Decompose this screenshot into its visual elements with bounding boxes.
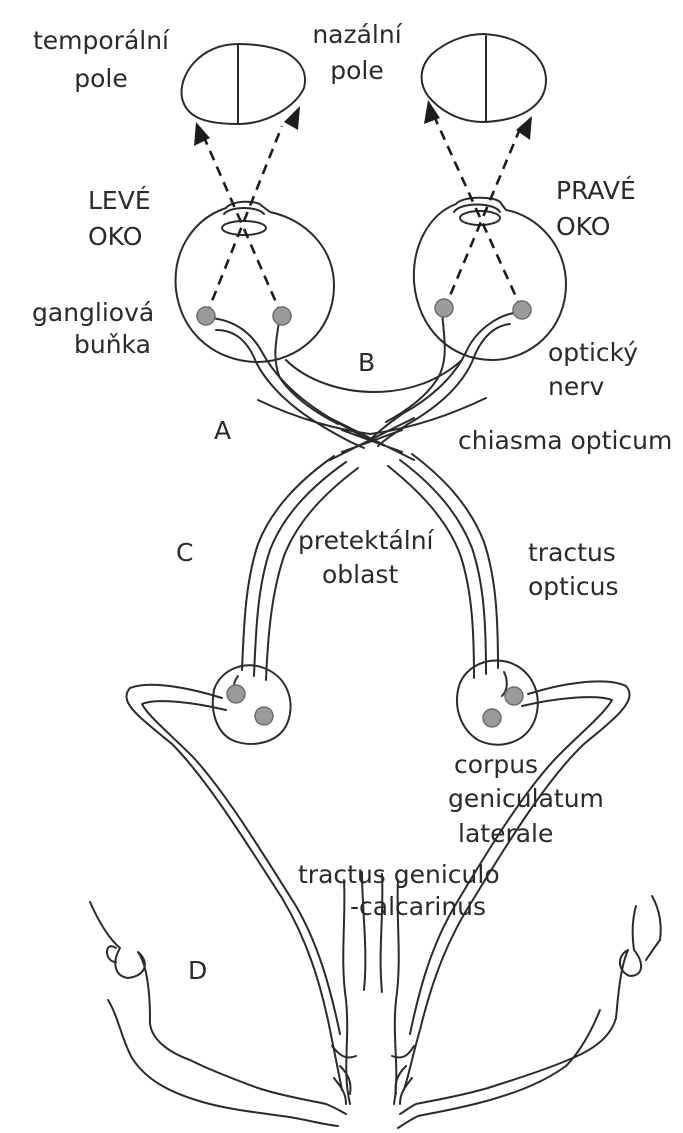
ganglion-cell — [273, 307, 291, 325]
arrowhead — [284, 106, 300, 130]
lgn-left — [213, 665, 291, 744]
temporal-field-label: temporální pole — [26, 28, 176, 93]
marker-a: A — [214, 418, 231, 444]
sight-line — [434, 116, 522, 310]
left-eye — [176, 202, 334, 362]
lgn-cell — [505, 687, 523, 705]
right-eye — [414, 198, 566, 360]
left-cortex — [90, 902, 346, 1126]
ganglion-cell — [435, 299, 453, 317]
arrowhead — [516, 116, 532, 140]
optic-tract-label: tractus opticus — [528, 540, 619, 601]
right-eye-label: PRAVÉ OKO — [556, 178, 636, 241]
sight-line — [444, 124, 522, 310]
nasal-field-label: nazální pole — [302, 22, 412, 85]
left-eye-label: LEVÉ OKO — [88, 188, 151, 251]
chiasm-crossing — [330, 418, 414, 460]
right-visual-field — [422, 34, 546, 122]
pretectal-label: pretektální oblast — [298, 528, 434, 589]
right-cortex — [398, 906, 641, 1128]
lgn-right — [457, 660, 538, 744]
left-lens — [222, 221, 266, 235]
marker-b: B — [358, 350, 375, 376]
ganglion-cell-label: gangliová buňka — [32, 300, 154, 359]
chiasm-label: chiasma opticum — [458, 428, 672, 454]
geniculo-calcarine-label: tractus geniculo -calcarinus — [298, 862, 500, 921]
left-visual-field — [182, 44, 305, 124]
ganglion-cell — [197, 307, 215, 325]
marker-c: C — [176, 540, 193, 566]
sight-line — [206, 126, 282, 316]
ganglion-cell — [513, 301, 531, 319]
marker-d: D — [188, 958, 207, 984]
optic-nerve-label: optický nerv — [548, 340, 638, 401]
lgn-cell — [483, 709, 501, 727]
lgn-cell — [227, 685, 245, 703]
lgn-cell — [255, 707, 273, 725]
arrowhead — [424, 100, 440, 124]
lgn-label: corpus geniculatum laterale — [448, 752, 604, 847]
